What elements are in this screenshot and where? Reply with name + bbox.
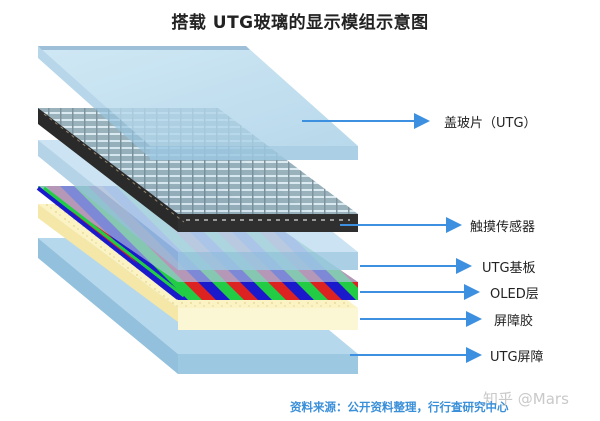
source-note: 资料来源：公开资料整理，行行查研究中心 <box>290 400 509 414</box>
arrows <box>302 113 482 363</box>
label-utg-substrate: UTG基板 <box>482 261 536 276</box>
watermark: 知乎 @Mars <box>483 390 569 408</box>
label-cover-glass: 盖玻片（UTG） <box>444 116 537 131</box>
label-barrier-adhesive: 屏障胶 <box>494 314 534 329</box>
label-utg-barrier: UTG屏障 <box>490 350 544 365</box>
label-touch-sensor: 触摸传感器 <box>470 220 536 235</box>
label-oled-layer: OLED层 <box>490 287 539 302</box>
diagram-title: 搭载 UTG玻璃的显示模组示意图 <box>171 13 429 33</box>
layer-cover-glass <box>38 46 358 160</box>
layer-touch-sensor <box>38 108 358 232</box>
